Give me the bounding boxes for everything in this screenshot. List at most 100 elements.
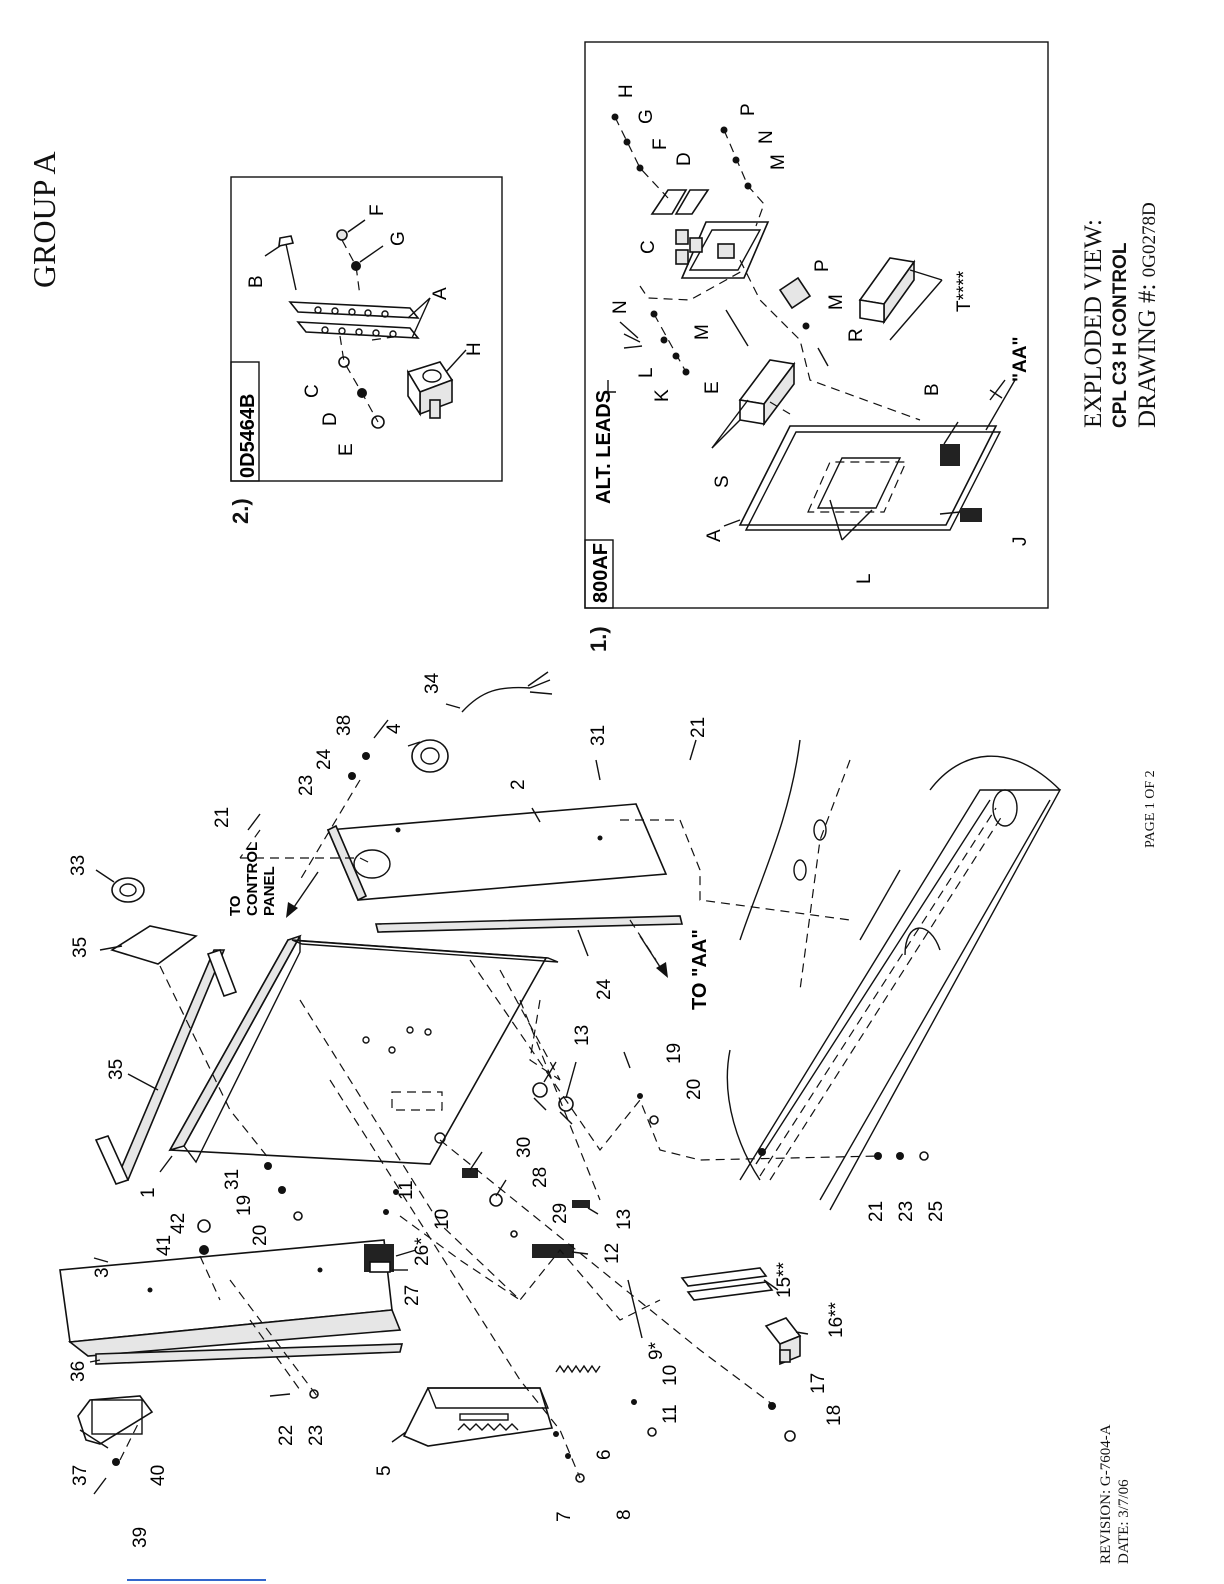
- callout-24-a: 24: [314, 748, 335, 770]
- callout-13: 13: [614, 1209, 635, 1230]
- inset-2-frame: [230, 176, 503, 482]
- terminal-strip-15: [680, 1267, 774, 1301]
- callout-19-b: 19: [664, 1043, 685, 1064]
- aa-reference: "AA": [1010, 337, 1031, 382]
- inset-1-breaker: 800AF ALT. LEADS: [584, 41, 1049, 609]
- callout-j: J: [1010, 537, 1031, 547]
- terminal-r: [778, 276, 812, 310]
- grommet-4: [411, 739, 449, 773]
- callout-s: R: [846, 328, 867, 342]
- callout-40: 40: [148, 1465, 169, 1486]
- callout-b: B: [922, 383, 943, 396]
- callout-42: 42: [168, 1213, 189, 1234]
- callout-22: 22: [276, 1425, 297, 1446]
- callout-19-a: 19: [234, 1195, 255, 1216]
- callout-4: 4: [384, 723, 405, 734]
- front-cover-3: [59, 1239, 402, 1357]
- to-control-label-1: TO: [227, 895, 244, 916]
- callout-39: 39: [130, 1527, 151, 1548]
- terminal-cover-t-upper: [858, 257, 916, 325]
- callout-5: 5: [374, 1465, 395, 1476]
- callout-23-b: 23: [296, 775, 317, 796]
- callout-2: 2: [508, 779, 529, 790]
- callout-21-b: 21: [688, 717, 709, 738]
- callout-k: L: [854, 573, 875, 584]
- callout-20-a: 20: [250, 1225, 271, 1246]
- control-box-1: [168, 934, 559, 1165]
- washer-g: [351, 261, 361, 271]
- callout-36-top: 35: [106, 1059, 127, 1080]
- callout-a: A: [704, 529, 725, 542]
- assembly-lines: [119, 779, 881, 1479]
- callout-11-a: 11: [396, 1180, 417, 1200]
- callout-34: 34: [422, 672, 443, 694]
- callout-9: 9*: [646, 1341, 667, 1360]
- part-30: [462, 1168, 478, 1178]
- side-panel-2: [326, 803, 668, 902]
- callout-e: E: [702, 381, 723, 394]
- callout-36-mid: 24: [594, 978, 615, 1000]
- callout-29: 29: [550, 1203, 571, 1224]
- main-assembly: TO CONTROL PANEL TO "AA" 33 35 35 1 21 3…: [59, 671, 1062, 1548]
- callout-f: F: [367, 204, 388, 216]
- callout-21-a: 21: [212, 807, 233, 828]
- terminal-cover-t-lower: [738, 359, 796, 427]
- callout-15: 15**: [774, 1261, 795, 1298]
- callout-l: K: [652, 389, 673, 402]
- part-28: [489, 1193, 503, 1207]
- callout-25: 25: [926, 1201, 947, 1222]
- callout-12: 12: [602, 1243, 623, 1264]
- callout-n-2: N: [756, 130, 777, 144]
- callout-26: 26*: [412, 1237, 433, 1266]
- callout-36-low: 36: [68, 1361, 89, 1382]
- callout-h: H: [464, 342, 485, 356]
- leader-lines: [79, 703, 809, 1449]
- hardware: [93, 719, 929, 1495]
- callout-p: N: [610, 300, 631, 314]
- gasket-36-upper: [94, 948, 238, 1185]
- hour-meter-37: [77, 1395, 154, 1445]
- lug-16: [764, 1317, 802, 1366]
- callout-7: 7: [554, 1511, 575, 1522]
- callout-a: A: [430, 287, 451, 300]
- gasket-36-mid: [374, 915, 684, 933]
- callout-20-b: 20: [684, 1079, 705, 1100]
- terminal-strip-a: [288, 301, 420, 339]
- callout-8: 8: [614, 1509, 635, 1520]
- callout-32: 31: [222, 1169, 243, 1190]
- to-aa-label: TO "AA": [689, 929, 711, 1010]
- callout-c: C: [638, 240, 659, 254]
- callout-c: C: [302, 384, 323, 398]
- callout-m-3: M: [826, 294, 847, 310]
- inset-1-model-box: [584, 539, 614, 609]
- terminal-block-12: [532, 1244, 574, 1258]
- callout-31: 31: [588, 725, 609, 746]
- bolt-b: [278, 235, 297, 291]
- callout-33: 33: [68, 855, 89, 876]
- lug-d: [650, 189, 710, 215]
- inset-2-model-box: [230, 361, 260, 482]
- callout-g: G: [388, 231, 409, 246]
- inset-1-frame: [584, 41, 1049, 609]
- callout-6: 6: [594, 1449, 615, 1460]
- callout-m: L: [636, 367, 657, 378]
- mounting-plate-a: [738, 425, 1002, 531]
- callout-t-lower: S: [712, 475, 733, 488]
- callout-28: 28: [530, 1167, 551, 1188]
- callout-23-a: 23: [306, 1425, 327, 1446]
- lug-h: [406, 361, 454, 419]
- callout-f: F: [650, 138, 671, 150]
- callout-d: D: [674, 152, 695, 166]
- part-27: [369, 1261, 391, 1273]
- callout-t-upper: T****: [954, 270, 975, 312]
- callout-10-b: 10: [660, 1365, 681, 1386]
- callout-g: G: [636, 109, 657, 124]
- screw-f: [336, 229, 348, 241]
- lugs-14: [532, 1082, 574, 1125]
- terminal-block-9: [555, 1364, 601, 1374]
- callout-18: 18: [824, 1405, 845, 1426]
- callout-38: 38: [334, 715, 355, 736]
- callout-41: 41: [154, 1235, 175, 1256]
- callout-h: H: [616, 84, 637, 98]
